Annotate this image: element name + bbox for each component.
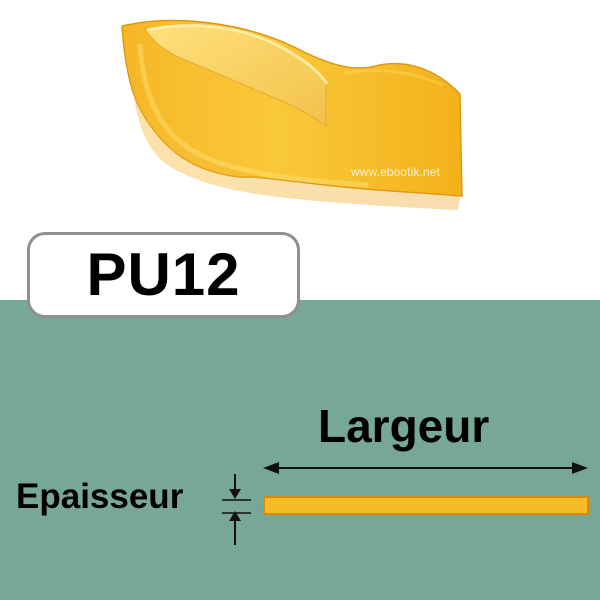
flat-belt-illustration: [121, 19, 463, 210]
website-watermark: www.ebootik.net: [351, 165, 440, 179]
bottom-green-area: [0, 300, 600, 600]
width-label: Largeur: [318, 400, 490, 452]
product-code: PU12: [86, 241, 241, 308]
product-code-badge: PU12: [27, 232, 300, 318]
thickness-label: Epaisseur: [16, 477, 184, 516]
